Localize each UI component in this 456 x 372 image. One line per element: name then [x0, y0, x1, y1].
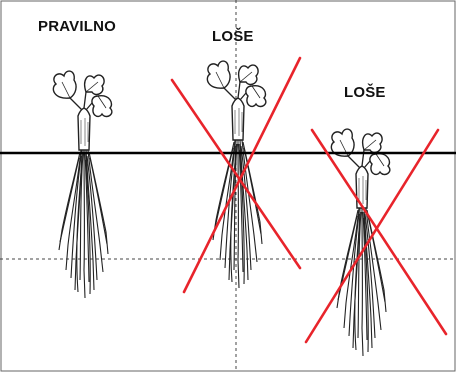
label-wrong-too-deep: LOŠE [344, 84, 386, 101]
cross-wrong-1-icon [170, 56, 302, 294]
plant-too-deep-icon [330, 128, 391, 357]
label-correct: PRAVILNO [38, 18, 116, 35]
label-wrong-too-high: LOŠE [212, 28, 254, 45]
cross-wrong-2-icon [304, 128, 448, 344]
plant-correct-icon [52, 70, 113, 299]
